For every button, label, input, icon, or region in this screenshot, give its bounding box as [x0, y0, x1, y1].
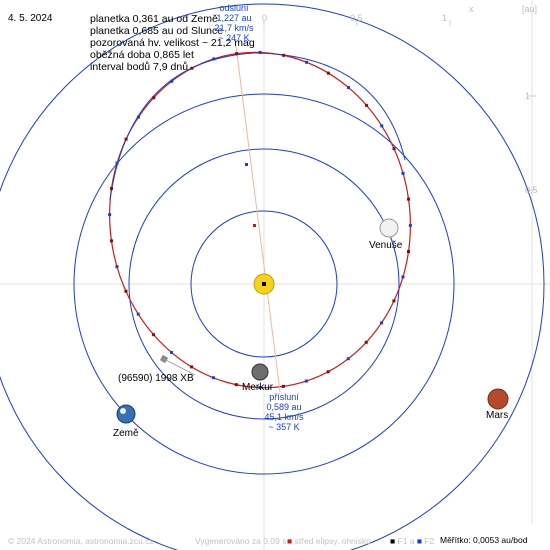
mars-icon [487, 388, 509, 410]
earth-orbit-arc [109, 52, 406, 201]
orbit-point [124, 289, 128, 293]
aphelion-speed: 21,7 km/s [214, 23, 254, 33]
orbit-point [392, 299, 396, 303]
perihelion-label: přísluní 0,589 au 45,1 km/s ~ 357 K [258, 392, 310, 432]
earth-icon [116, 404, 136, 424]
info-line-period: oběžná doba 0,865 let [90, 49, 194, 61]
orbit-point [258, 50, 262, 54]
venus-icon [379, 218, 399, 238]
orbit-point [305, 60, 309, 64]
orbit-point [304, 379, 308, 383]
y-tick-0-5: 0,5 [525, 185, 538, 195]
info-line-magnitude: pozorovaná hv. velikost ~ 21,2 mag [90, 37, 255, 49]
info-line-distance-sun: planetka 0,685 au od Slunce [90, 25, 224, 37]
orbit-point [364, 103, 368, 107]
orbit-point [406, 250, 410, 254]
ellipse-center-marker [253, 224, 256, 227]
asteroid-label: (96590) 1998 XB [118, 373, 194, 384]
orbit-point [326, 71, 330, 75]
aphelion-temperature: ~ 247 K [218, 33, 250, 43]
perihelion-distance: 0,589 au [266, 402, 302, 412]
orbit-point [115, 265, 119, 269]
orbit-point [136, 312, 140, 316]
orbit-point [380, 124, 384, 128]
perihelion-temperature: ~ 357 K [268, 422, 300, 432]
mars-label: Mars [486, 410, 509, 421]
orbit-point [170, 79, 174, 83]
orbit-point [258, 386, 262, 390]
info-line-interval: interval bodů 7,9 dnů [90, 61, 189, 73]
generated-time: Vygenerováno za 0,09 s [195, 536, 287, 546]
venus-orbit [128, 148, 400, 420]
orbit-point [408, 223, 412, 227]
venus-label: Venuše [369, 240, 403, 251]
asteroid-pointer-line [163, 358, 196, 376]
legend-f2-text: F2 [424, 536, 435, 546]
aphelion-title: odsluní [219, 3, 249, 13]
orbit-point [136, 115, 140, 119]
copyright-text: © 2024 Astronomia, astronomia.zcu.cz [8, 536, 154, 546]
mercury-label: Merkur [242, 382, 274, 393]
aphelion-distance: 1,227 au [216, 13, 252, 23]
orbit-point [401, 171, 405, 175]
legend-f1: ■ F1 a ■ F2 [390, 536, 435, 546]
x-tick-0: 0 [262, 13, 268, 23]
y-tick-1: 1 [525, 91, 531, 101]
orbit-point [407, 197, 411, 201]
orbit-point [364, 340, 368, 344]
unit-label: [au] [522, 4, 538, 14]
perihelion-title: přísluní [269, 392, 299, 402]
date-label: 4. 5. 2024 [8, 13, 53, 24]
legend-f1-text: F1 a [397, 536, 415, 546]
legend-center-text: střed elipsy, ohnisko [294, 536, 371, 546]
orbit-point [346, 357, 350, 361]
orbit-point [110, 186, 114, 190]
focus-f2-marker [245, 163, 248, 166]
orbit-point [380, 321, 384, 325]
legend-center: ■ střed elipsy, ohnisko [287, 536, 371, 546]
earth-cloud-icon [120, 408, 126, 414]
orbit-point [190, 365, 194, 369]
orbit-point [169, 350, 173, 354]
x-tick-0-5: 0,5 [350, 13, 363, 23]
orbit-point [282, 53, 286, 57]
asteroid-orbit [109, 51, 411, 389]
orbit-point [190, 66, 194, 70]
orbit-point [152, 333, 156, 337]
scale-text: Měřítko: 0,0053 au/bod [440, 535, 528, 545]
info-line-distance-earth: planetka 0,361 au od Země [90, 13, 218, 25]
mercury-icon [251, 363, 269, 381]
orbit-point [124, 137, 128, 141]
orbit-point [115, 161, 119, 165]
orbit-point [347, 86, 351, 90]
x-tick-1: 1 [442, 13, 448, 23]
orbit-point [392, 147, 396, 151]
orbit-point [108, 213, 112, 217]
focus-f1-marker [262, 282, 266, 286]
orbit-point [212, 57, 216, 61]
perihelion-speed: 45,1 km/s [264, 412, 304, 422]
orbit-point [234, 383, 238, 387]
orbit-point [211, 376, 215, 380]
earth-label: Země [113, 428, 139, 439]
mars-orbit [0, 3, 545, 550]
mercury-orbit [190, 210, 338, 358]
orbit-point [109, 239, 113, 243]
orbit-point [326, 370, 330, 374]
earth-orbit [73, 93, 455, 475]
orbit-point [235, 52, 239, 56]
aphelion-label: odsluní 1,227 au 21,7 km/s ~ 247 K [210, 3, 258, 43]
orbit-point [401, 275, 405, 279]
orbit-point [281, 384, 285, 388]
x-axis-label: x [469, 4, 474, 14]
apsis-line [235, 45, 281, 393]
orbit-point [152, 96, 156, 100]
